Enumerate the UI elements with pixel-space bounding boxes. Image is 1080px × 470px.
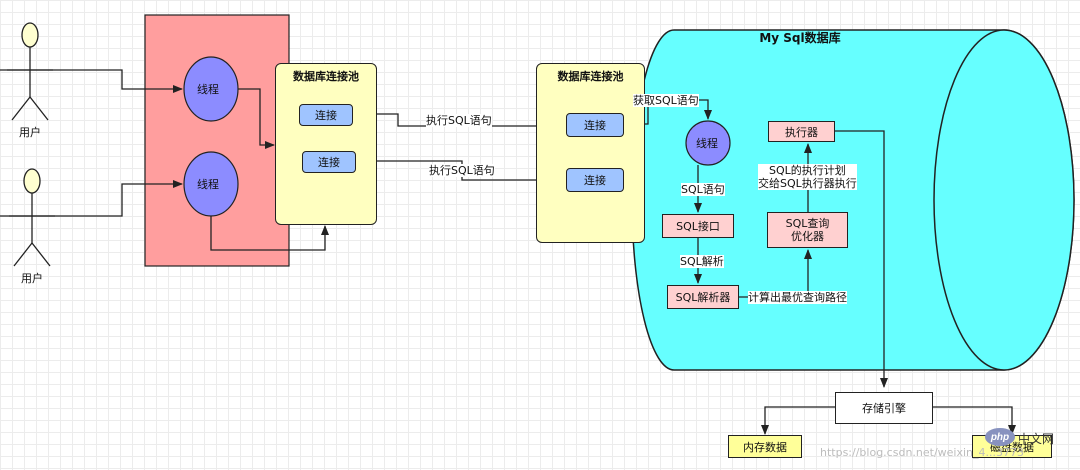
php-logo-icon: php [985,428,1015,446]
plan-line-2: 交给SQL执行器执行 [758,177,857,190]
edge-engine-memory [761,406,835,435]
app-connection-2: 连接 [302,151,356,173]
optimizer-line-1: SQL查询 [785,217,830,230]
app-pool-title: 数据库连接池 [293,70,359,83]
mysql-title: My Sql数据库 [759,31,841,45]
edge-executor-engine [835,130,888,388]
mysql-database-cylinder [631,29,1075,371]
sql-interface-box: SQL接口 [662,214,734,238]
exec-sql-label-2: 执行SQL语句 [429,164,495,177]
execution-plan-label: SQL的执行计划 交给SQL执行器执行 [758,164,857,190]
db-pool-title: 数据库连接池 [557,70,624,83]
plan-line-1: SQL的执行计划 [769,164,846,177]
csdn-watermark: https://blog.csdn.net/weixin_4...3773 [820,446,1025,459]
edge-thread2-pool [210,216,329,251]
user-label-2: 用户 [21,272,43,285]
mysql-thread-shape [685,120,731,166]
storage-engine-box: 存储引擎 [835,392,933,424]
user-figure-2 [9,168,55,267]
edge-engine-disk [933,406,1016,435]
sql-statement-label: SQL语句 [681,183,725,196]
executor-box: 执行器 [768,121,835,142]
user-label-1: 用户 [19,126,41,139]
thread-label-1: 线程 [197,83,219,96]
app-server-panel [144,14,290,267]
db-connection-2: 连接 [566,168,624,192]
php-cn-logo-text: 中文网 [1018,432,1055,446]
mysql-thread-label: 线程 [696,137,718,150]
thread-label-2: 线程 [197,178,219,191]
exec-sql-label-1: 执行SQL语句 [426,114,492,127]
edge-thread1-pool [238,88,275,149]
memory-data-box: 内存数据 [728,435,802,458]
db-connection-1: 连接 [566,113,624,137]
optimizer-line-2: 优化器 [791,230,824,243]
sql-parser-box: SQL解析器 [667,285,739,309]
edge-user1-thread1 [0,69,183,93]
app-connection-pool: 数据库连接池 [275,63,377,225]
sql-optimizer-box: SQL查询 优化器 [767,212,848,248]
sql-parse-label: SQL解析 [680,255,724,268]
db-connection-pool: 数据库连接池 [536,63,645,243]
app-connection-1: 连接 [299,104,353,126]
compute-path-label: 计算出最优查询路径 [748,291,847,304]
get-sql-label: 获取SQL语句 [633,94,699,107]
user-figure-1 [7,22,53,121]
edge-user2-thread2 [0,180,183,217]
